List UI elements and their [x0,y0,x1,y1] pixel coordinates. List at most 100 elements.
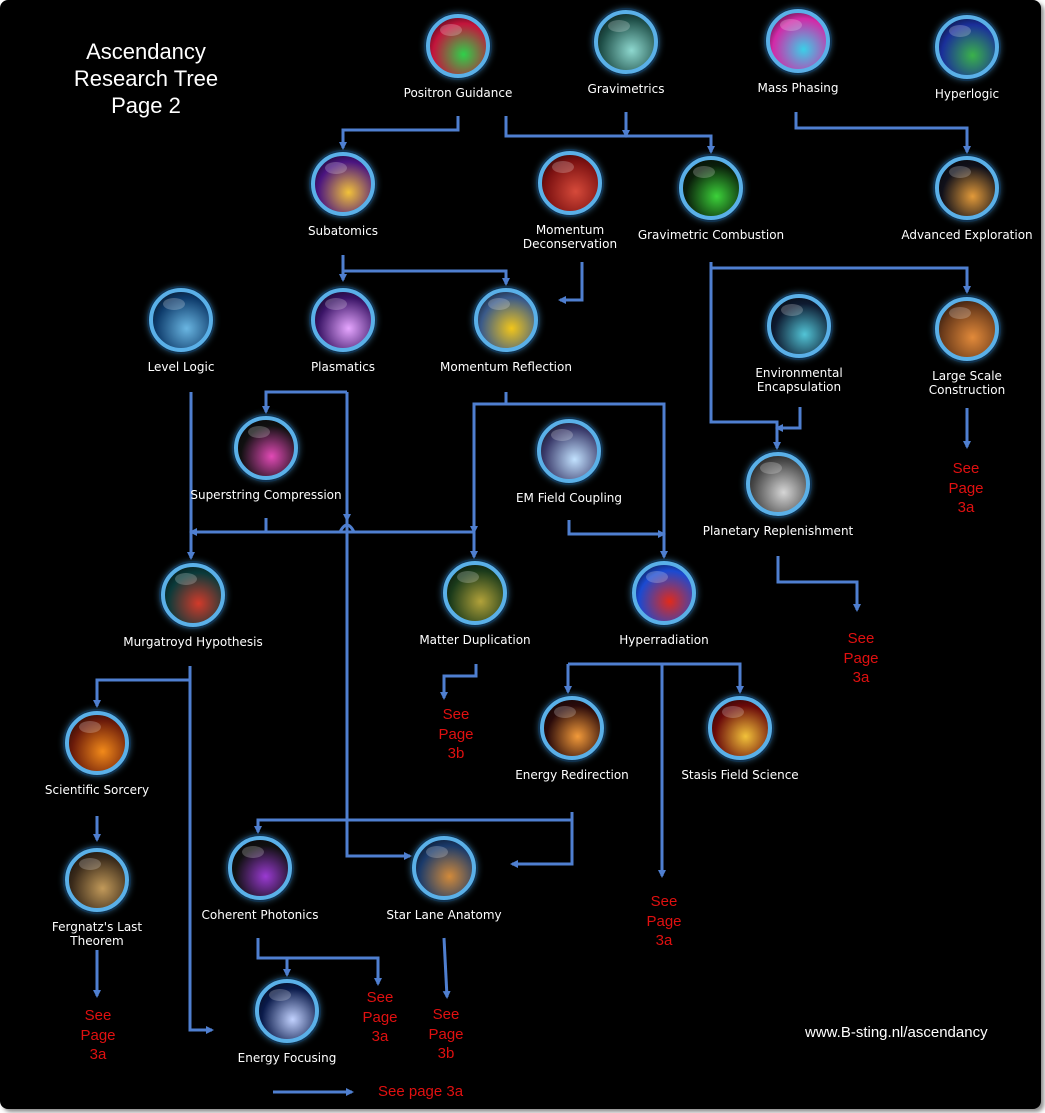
title-line-2: Research Tree [73,66,219,91]
title-line-3: Page 2 [111,93,181,118]
green-galaxy-icon [679,156,743,220]
tech-label: Level Logic [147,360,215,374]
connector-arrow [711,266,971,294]
tech-label: Subatomics [307,224,379,238]
brick-sphere-icon [538,151,602,215]
torus-knot-icon [594,10,658,74]
tech-matter-duplication[interactable]: Matter Duplication [390,561,560,647]
tech-star-lane-anatomy[interactable]: Star Lane Anatomy [359,836,529,922]
tech-superstring-compression[interactable]: Superstring Compression [181,416,351,502]
tech-energy-focusing[interactable]: Energy Focusing [202,979,372,1065]
tech-mass-phasing[interactable]: Mass Phasing [713,9,883,95]
line-crossing-hop [338,523,356,533]
spiral-galaxy-icon [935,156,999,220]
tech-environmental-encapsulation[interactable]: Environmental Encapsulation [714,294,884,394]
connector-arrow [254,812,574,834]
particle-spiral-icon [311,152,375,216]
tech-large-scale-construction[interactable]: Large Scale Construction [882,297,1041,397]
tech-murgatroyd-hypothesis[interactable]: Murgatroyd Hypothesis [108,563,278,649]
red-waves-icon [161,563,225,627]
tech-label: Hyperradiation [619,633,709,647]
website-credit: www.B-sting.nl/ascendancy [805,1024,988,1041]
tech-gravimetric-combustion[interactable]: Gravimetric Combustion [626,156,796,242]
tech-em-field-coupling[interactable]: EM Field Coupling [484,419,654,505]
heatmap-icon [632,561,696,625]
dome-icon [767,294,831,358]
connector-arrow [568,662,744,694]
see-page-note[interactable]: See Page 3a [646,893,682,949]
tech-momentum-reflection[interactable]: Momentum Reflection [421,288,591,374]
tech-label: Stasis Field Science [681,768,799,782]
tech-label: Large Scale Construction [928,369,1006,397]
cracked-planet-icon [746,452,810,516]
pink-grid-icon [766,9,830,73]
tech-gravimetrics[interactable]: Gravimetrics [541,10,711,96]
connector-arrow [506,402,668,559]
em-beam-icon [537,419,601,483]
tech-label: Environmental Encapsulation [755,366,843,394]
diagram-title: Ascendancy Research Tree Page 2 [46,38,246,119]
skyscraper-icon [935,297,999,361]
connector-arrow [266,530,478,559]
tech-subatomics[interactable]: Subatomics [258,152,428,238]
tech-stasis-field-science[interactable]: Stasis Field Science [655,696,825,782]
connector-arrow [442,937,451,999]
see-page-note[interactable]: See page 3a [378,1083,464,1100]
connector-arrow [341,255,510,286]
focus-burst-icon [255,979,319,1043]
tech-label: Planetary Replenishment [702,524,854,538]
tech-label: Fergnatz's Last Theorem [51,920,143,948]
tech-plasmatics[interactable]: Plasmatics [258,288,428,374]
connector-arrow [470,392,508,534]
tech-advanced-exploration[interactable]: Advanced Exploration [882,156,1041,242]
see-page-note[interactable]: See Page 3a [362,989,398,1045]
tech-energy-redirection[interactable]: Energy Redirection [487,696,657,782]
kaleidoscope-icon [412,836,476,900]
reflecting-spheres-icon [474,288,538,352]
connector-arrow [345,530,412,860]
tech-label: Murgatroyd Hypothesis [123,635,263,649]
connector-arrow [709,262,781,450]
tech-label: Momentum Deconservation [522,223,618,251]
tech-positron-guidance[interactable]: Positron Guidance [373,14,543,100]
connector-arrow [188,666,214,1034]
connector-arrow [287,956,382,986]
connector-arrow [775,407,802,432]
tech-momentum-deconservation[interactable]: Momentum Deconservation [485,151,655,251]
tech-fergnatzs-last-theorem[interactable]: Fergnatz's Last Theorem [12,848,182,948]
prism-beam-icon [228,836,292,900]
connector-arrow [256,938,291,977]
leaf-cell-icon [443,561,507,625]
maze-icon [149,288,213,352]
tech-scientific-sorcery[interactable]: Scientific Sorcery [12,711,182,797]
tech-label: Gravimetric Combustion [637,228,785,242]
tech-coherent-photonics[interactable]: Coherent Photonics [175,836,345,922]
connector-arrow [440,664,478,700]
tech-hyperlogic[interactable]: Hyperlogic [882,15,1041,101]
flame-orb-icon [65,711,129,775]
tech-label: Scientific Sorcery [44,783,150,797]
see-page-note[interactable]: See Page 3a [80,1007,116,1063]
golden-coil-icon [708,696,772,760]
connector-arrow [794,112,971,154]
see-page-note[interactable]: See Page 3b [428,1006,464,1062]
tech-label: Momentum Reflection [440,360,572,374]
connector-arrow [339,116,460,150]
see-page-note[interactable]: See Page 3a [843,630,879,686]
tech-level-logic[interactable]: Level Logic [96,288,266,374]
tech-label: Hyperlogic [934,87,1000,101]
tech-hyperradiation[interactable]: Hyperradiation [579,561,749,647]
tech-planetary-replenishment[interactable]: Planetary Replenishment [693,452,863,538]
connector-arrow [567,520,666,538]
tech-label: Matter Duplication [419,633,531,647]
plasma-bolt-icon [311,288,375,352]
see-page-note[interactable]: See Page 3b [438,706,474,762]
light-streaks-icon [540,696,604,760]
see-page-note[interactable]: See Page 3a [948,460,984,516]
connector-arrow [558,262,584,304]
circuit-icon [935,15,999,79]
tech-label: Advanced Exploration [901,228,1033,242]
connector-arrow [510,820,574,868]
